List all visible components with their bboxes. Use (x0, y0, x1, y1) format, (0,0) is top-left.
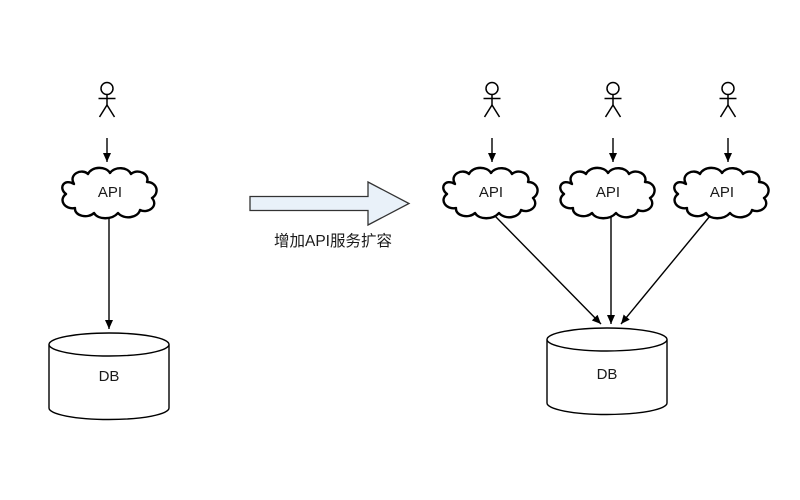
user-actor-icon (97, 81, 117, 118)
arrow-api3-to-db (620, 215, 711, 325)
user-actor-icon-3 (718, 81, 738, 118)
api-cloud-label-3: API (710, 184, 734, 201)
user-actor-icon-2 (603, 81, 623, 118)
transition-group: 增加API服务扩容 (249, 180, 411, 250)
api-cloud-label-1: API (479, 184, 503, 201)
arrow-api1-to-db (494, 215, 602, 325)
transition-block-arrow-icon (250, 182, 409, 225)
api-cloud-label-2: API (596, 184, 620, 201)
transition-block-arrow-outline (249, 180, 411, 227)
user-actor-icon-1 (482, 81, 502, 118)
db-label: DB (99, 368, 120, 385)
before-architecture-group: API DB (48, 81, 170, 421)
shared-db-label: DB (597, 366, 618, 383)
api-cloud-label: API (98, 184, 122, 201)
transition-label: 增加API服务扩容 (274, 232, 392, 250)
after-architecture-group: API API API DB (442, 81, 770, 416)
